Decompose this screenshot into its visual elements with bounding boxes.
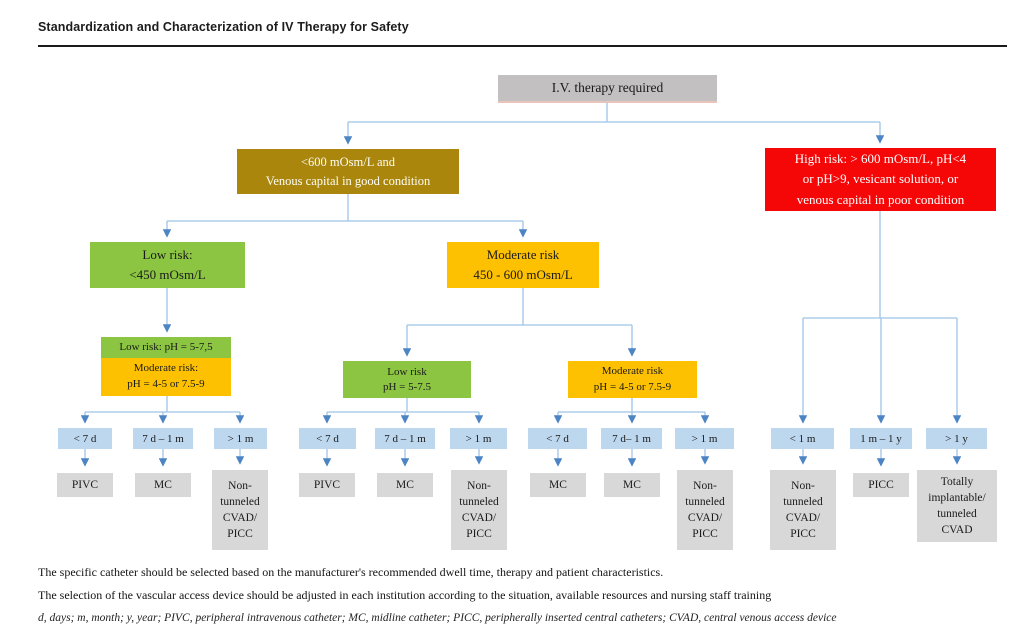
duration-node: > 1 m bbox=[675, 428, 734, 449]
outcome-node-totally-implantable-cvad: Totally implantable/ tunneled CVAD bbox=[917, 470, 997, 542]
duration-node: 7 d– 1 m bbox=[601, 428, 662, 449]
duration-node: < 7 d bbox=[528, 428, 587, 449]
outcome-node-mc: MC bbox=[377, 473, 433, 497]
node-iv-therapy-required: I.V. therapy required bbox=[498, 75, 717, 103]
node-ph-low-left: Low risk: pH = 5-7,5 bbox=[101, 337, 231, 358]
duration-node: > 1 m bbox=[214, 428, 267, 449]
node-low-risk: Low risk: <450 mOsm/L bbox=[90, 242, 245, 288]
node-ph-moderate-mid: Moderate risk pH = 4-5 or 7.5-9 bbox=[568, 361, 697, 398]
figure-title: Standardization and Characterization of … bbox=[38, 20, 409, 34]
duration-node: 1 m – 1 y bbox=[850, 428, 912, 449]
node-high-risk: High risk: > 600 mOsm/L, pH<4 or pH>9, v… bbox=[765, 148, 996, 211]
outcome-node-mc: MC bbox=[530, 473, 586, 497]
duration-node: < 7 d bbox=[58, 428, 112, 449]
duration-node: < 1 m bbox=[771, 428, 834, 449]
node-moderate-risk: Moderate risk 450 - 600 mOsm/L bbox=[447, 242, 599, 288]
node-ph-moderate-left: Moderate risk: pH = 4-5 or 7.5-9 bbox=[101, 358, 231, 396]
outcome-node-nontunneled-cvad-picc: Non- tunneled CVAD/ PICC bbox=[770, 470, 836, 550]
duration-node: 7 d – 1 m bbox=[133, 428, 193, 449]
node-low-osmolarity: <600 mOsm/L and Venous capital in good c… bbox=[237, 149, 459, 194]
title-rule bbox=[38, 45, 1007, 47]
footnote-1: The specific catheter should be selected… bbox=[38, 565, 664, 579]
outcome-node-mc: MC bbox=[604, 473, 660, 497]
outcome-node-pivc: PIVC bbox=[299, 473, 355, 497]
duration-node: > 1 m bbox=[450, 428, 507, 449]
duration-node: < 7 d bbox=[299, 428, 356, 449]
footnote-abbreviations: d, days; m, month; y, year; PIVC, periph… bbox=[38, 612, 837, 624]
outcome-node-nontunneled-cvad-picc: Non- tunneled CVAD/ PICC bbox=[677, 470, 733, 550]
outcome-node-mc: MC bbox=[135, 473, 191, 497]
duration-node: 7 d – 1 m bbox=[375, 428, 435, 449]
outcome-node-pivc: PIVC bbox=[57, 473, 113, 497]
duration-node: > 1 y bbox=[926, 428, 987, 449]
outcome-node-nontunneled-cvad-picc: Non- tunneled CVAD/ PICC bbox=[451, 470, 507, 550]
outcome-node-picc: PICC bbox=[853, 473, 909, 497]
node-ph-low-mid: Low risk pH = 5-7.5 bbox=[343, 361, 471, 398]
footnote-2: The selection of the vascular access dev… bbox=[38, 588, 772, 602]
outcome-node-nontunneled-cvad-picc: Non- tunneled CVAD/ PICC bbox=[212, 470, 268, 550]
